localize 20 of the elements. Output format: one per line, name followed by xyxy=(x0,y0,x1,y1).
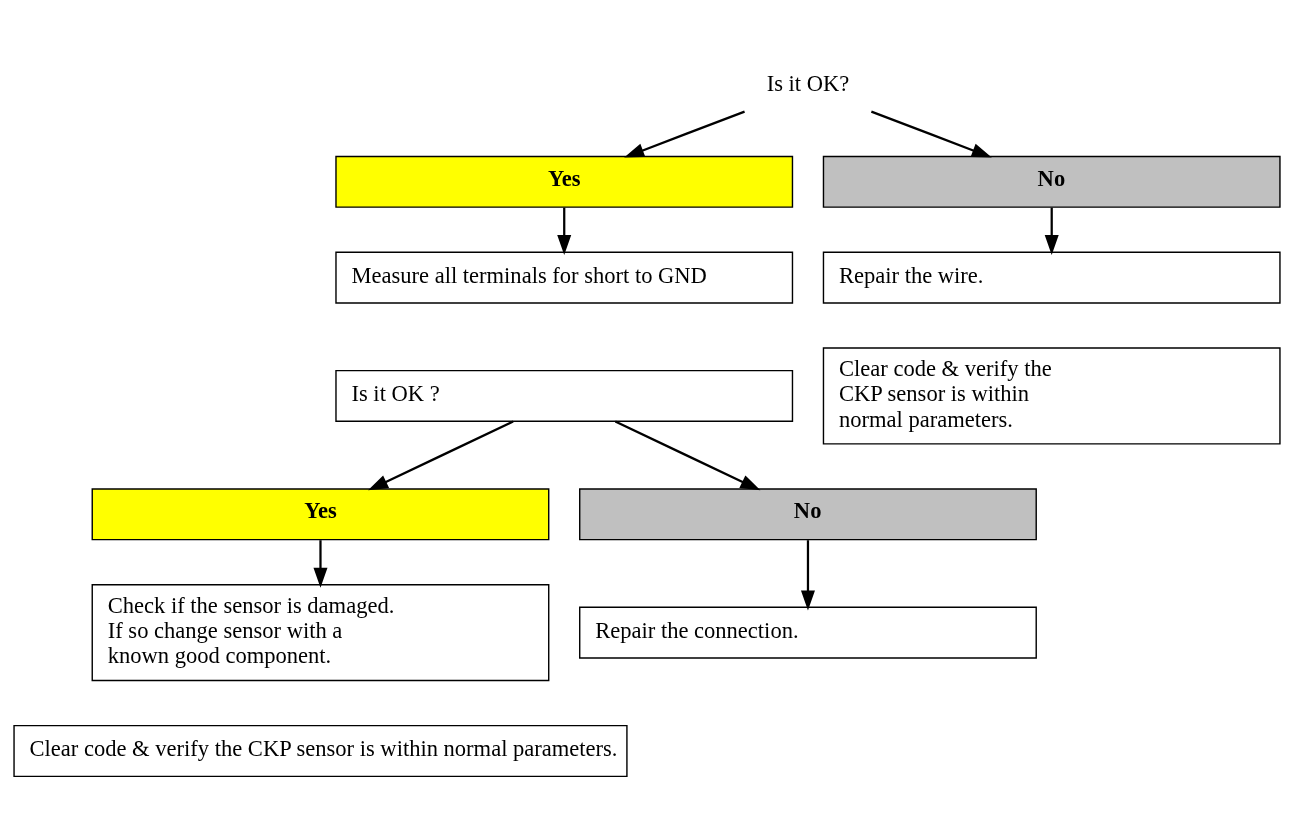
arrow xyxy=(1044,207,1059,255)
node-box: Repair the connection. xyxy=(579,606,1037,659)
node-box: Measure all terminals for short to GND xyxy=(335,251,794,304)
node-text: Is it OK? xyxy=(766,70,850,96)
node-box: Is it OK ? xyxy=(335,369,794,422)
arrow xyxy=(557,207,572,255)
arrow xyxy=(614,420,761,490)
arrow xyxy=(870,110,992,158)
node-box: Clear code & verify the CKP sensor is within normal parameters. xyxy=(822,346,1281,445)
arrow xyxy=(624,110,745,158)
node-box: Yes xyxy=(335,155,794,208)
node-box: No xyxy=(822,155,1281,208)
node-box: Yes xyxy=(91,487,550,540)
node-box: Check if the sensor is damaged. If so change sensor with a known good component. xyxy=(91,583,550,681)
arrow xyxy=(368,420,514,490)
node-box: No xyxy=(579,487,1037,540)
node-box: Clear code & verify the CKP sensor is within normal parameters. xyxy=(13,724,628,777)
arrow xyxy=(800,539,815,611)
node-box: Repair the wire. xyxy=(822,251,1281,304)
arrow xyxy=(313,539,328,588)
